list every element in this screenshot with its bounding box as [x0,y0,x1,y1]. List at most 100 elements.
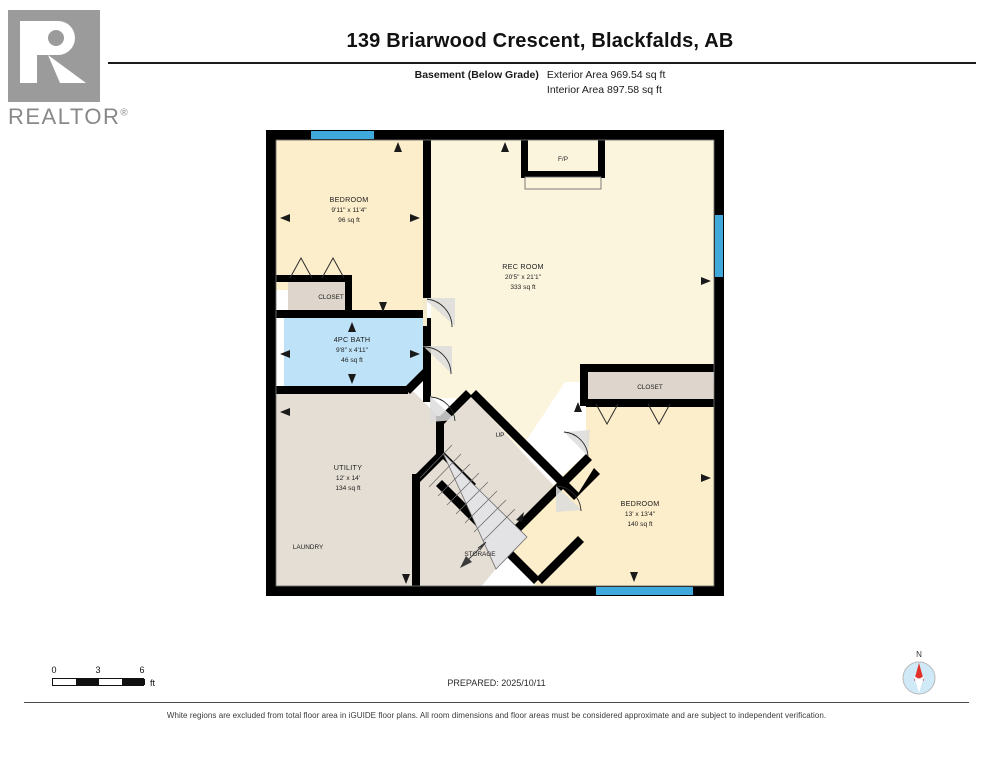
bedroom-front-label: BEDROOM [330,195,369,204]
fireplace-label: F/P [558,156,568,163]
inner-outline [275,139,715,587]
bedroom-front-fill [276,138,423,290]
wall-bath-right [423,318,431,372]
arrow-utility-left [280,408,290,416]
arrow-bedroom-rear-right [701,474,711,482]
rec-room-dims: 20'5" x 21'1" [505,274,542,281]
bath-fill [284,318,424,388]
wall-closet-front-bottom [276,310,424,318]
closet-front-label: CLOSET [318,294,344,301]
wall-closet-rear-left [580,364,588,406]
closet-doors [289,256,671,426]
floorplan-canvas: F/P UP [0,120,993,630]
bedroom-rear-area: 140 sq ft [627,521,652,528]
scale-tick-3: 3 [95,665,101,675]
wall-bedroom-rec [423,138,431,298]
header-divider [108,62,976,64]
arrow-bedroom-front-right [410,214,420,222]
wall-bedroom-rear-angle [498,454,592,548]
arrow-bath-right [410,350,420,358]
bedroom-rear-label: BEDROOM [621,499,660,508]
compass-rose: N [896,650,942,702]
extent-arrows [280,142,711,584]
compass-north-label: N [916,650,922,659]
realtor-wordmark-text: REALTOR [8,104,121,129]
wall-utility-right [412,474,420,592]
door-bath [423,346,452,375]
outline-inner [275,139,715,587]
fireplace-hearth [524,176,602,190]
arrow-bath-bottom [348,374,356,384]
arrow-bedroom-rear-upper [574,402,582,412]
scale-tick-0: 0 [51,665,57,675]
level-label: Basement (Below Grade) [414,69,539,81]
wall-bottom [266,586,724,596]
realtor-r-glyph [8,10,100,102]
footer-divider [24,702,969,703]
realtor-r-mark [8,10,100,102]
closet-rear-door-left [595,403,619,426]
rec-room-area: 333 sq ft [510,284,535,291]
level-summary: Basement (Below Grade) Exterior Area 969… [180,68,900,98]
wall-fireplace-right [598,138,605,178]
closet-front-door-left [289,256,313,279]
arrow-bedroom-front-bottom [379,302,387,312]
scale-segment-1 [76,679,99,685]
wall-right [714,130,724,596]
wall-closet-front-top [276,275,352,282]
utility-dims: 12' x 14' [336,475,360,482]
arrow-rec-top [501,142,509,152]
scale-ticks: 0 3 6 [51,665,162,678]
storage-fill [420,394,560,588]
stair-treads [419,444,516,542]
interior-walls [276,138,716,592]
disclaimer-text: White regions are excluded from total fl… [166,711,827,720]
title-block: 139 Briarwood Crescent, Blackfalds, AB [180,30,900,53]
wall-closet-rear-bottom [586,399,716,407]
wall-stair-right [470,390,580,500]
wall-bath-angle [404,368,430,394]
wall-closet-front-right [345,275,352,315]
rec-room-label: REC ROOM [502,262,544,271]
arrow-storage-upper [516,512,524,522]
realtor-wordmark: REALTOR® [8,104,128,130]
door-utility [430,396,456,422]
rec-room-fill [431,138,716,450]
bath-dims: 9'8" x 4'11" [336,347,369,354]
closet-rear-door-right [647,403,671,426]
registered-mark: ® [120,107,130,119]
arrow-rec-right [701,277,711,285]
utility-area: 134 sq ft [335,485,360,492]
wall-left [266,130,276,596]
window-right [715,215,723,277]
door-bedroom-front [423,298,455,328]
exterior-walls [266,130,724,596]
wall-utility-angle [412,450,446,484]
utility-label: UTILITY [334,463,363,472]
wall-utility-upper-right [436,416,444,454]
closet-rear-label: CLOSET [637,384,663,391]
wall-storage-angle-right [536,536,584,584]
closet-rear-fill [588,370,713,402]
wall-bedroom-rear-angle-upper [574,468,600,500]
doors [423,298,590,512]
wall-fireplace-left [521,138,528,178]
wall-fireplace-bottom [521,171,605,178]
fireplace-group: F/P [524,156,602,190]
prepared-date: PREPARED: 2025/10/11 [447,678,546,688]
bedroom-front-dims: 9'11" x 11'4" [331,207,367,214]
closet-front-door-right [321,256,345,279]
wall-bath-bottom [276,386,408,394]
scale-bar: 0 3 6 ft [51,665,162,688]
window-bottom [596,587,693,595]
exterior-area: Exterior Area 969.54 sq ft [546,69,666,81]
arrow-bedroom-front-top [394,142,402,152]
scale-segment-2 [122,679,145,685]
stairs-group: UP [419,432,528,570]
wall-top [266,130,724,140]
arrow-utility-bottom [402,574,410,584]
scale-track [52,678,145,686]
scale-unit: ft [150,678,156,688]
arrow-bedroom-front-left [280,214,290,222]
wall-closet-rear-top [580,364,716,372]
